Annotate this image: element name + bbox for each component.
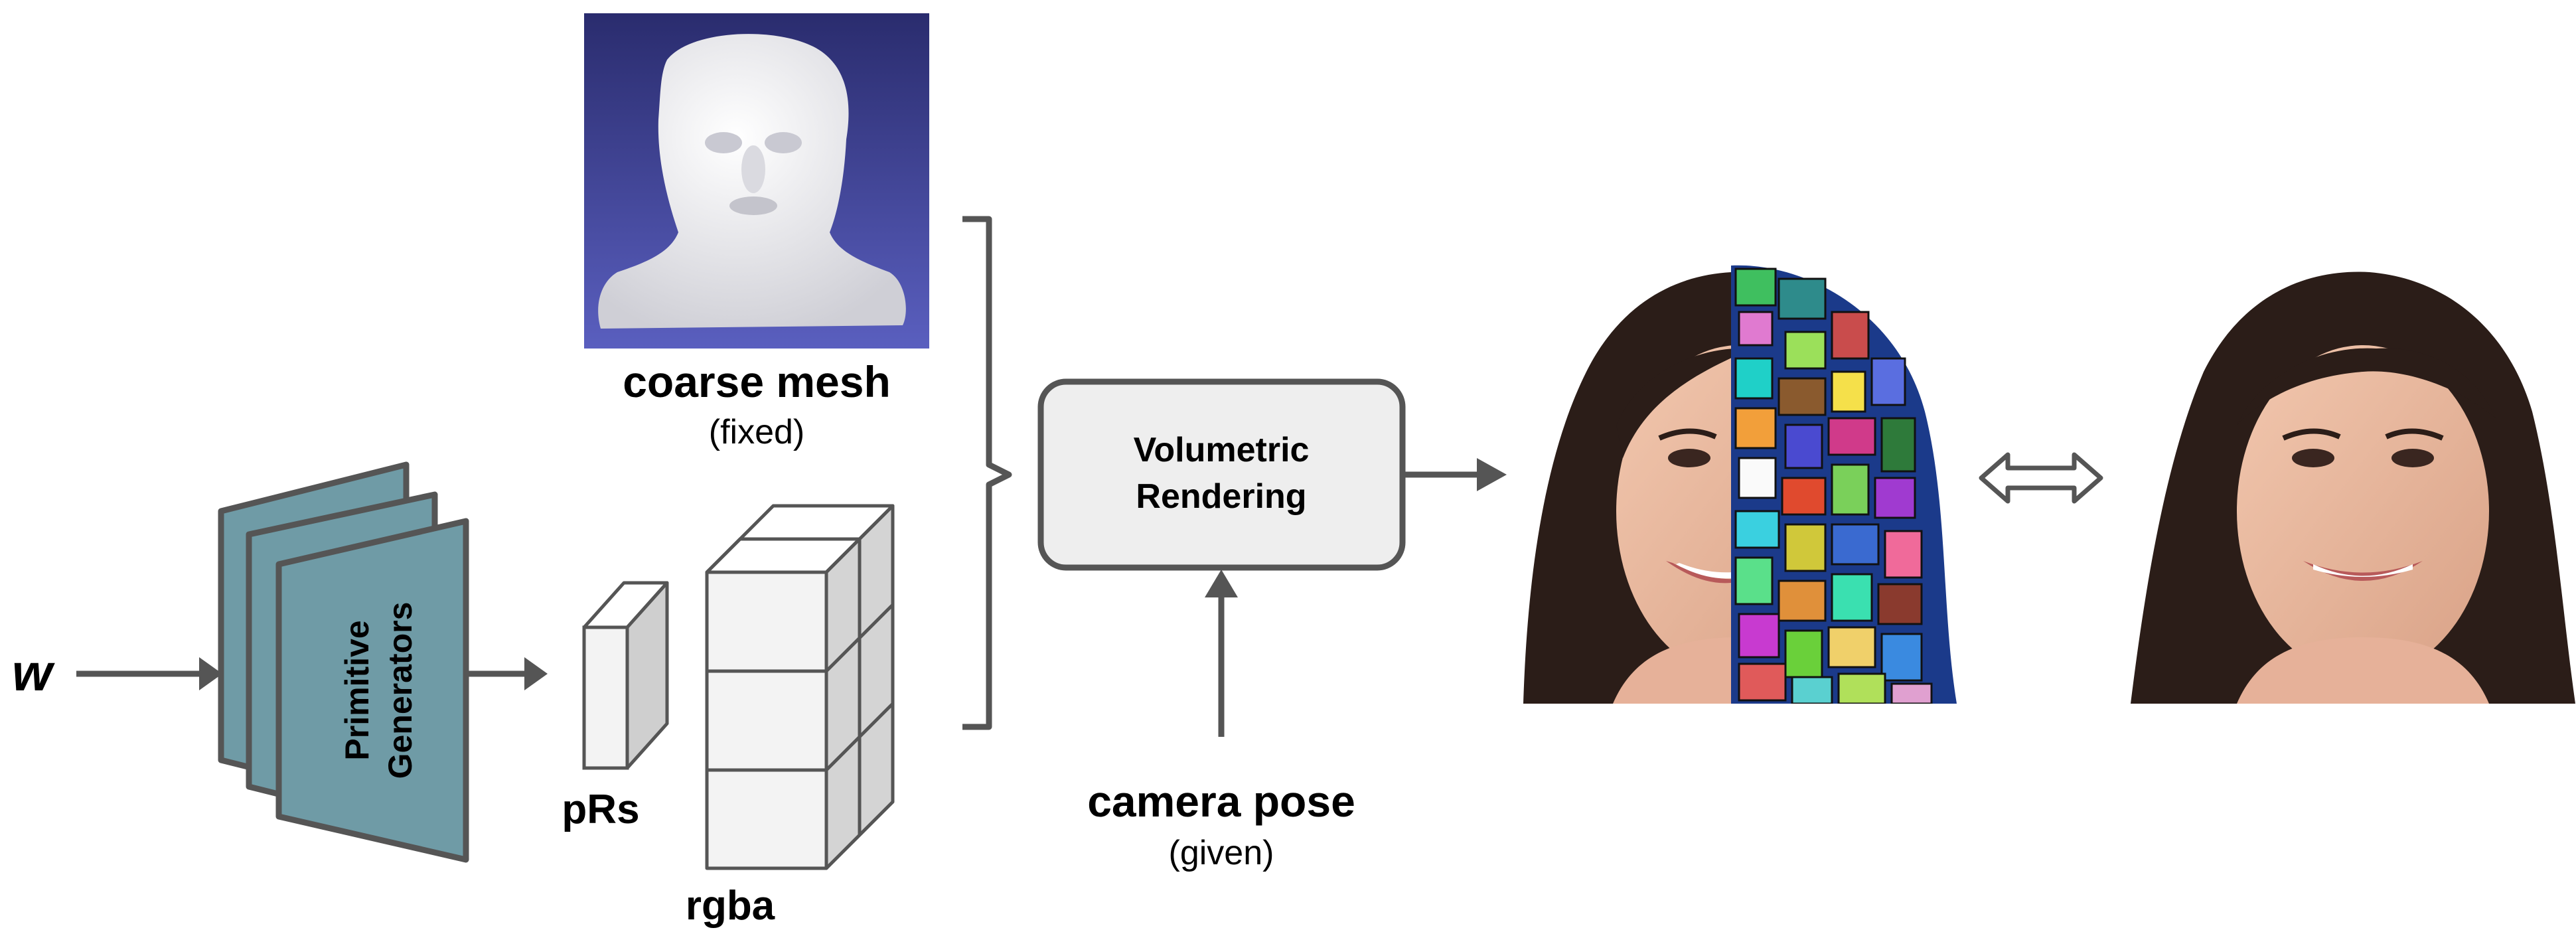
volumetric-rendering-label-line2: Rendering xyxy=(1136,477,1306,516)
face-primitive-split-render xyxy=(1523,265,1957,704)
inputs-bracket xyxy=(962,216,1012,730)
coarse-mesh-label: coarse mesh xyxy=(623,357,891,406)
rgba-grid xyxy=(705,504,895,870)
volumetric-rendering-box xyxy=(1037,378,1406,571)
face-render xyxy=(2131,272,2575,704)
primitive-generators-label-line1: Primitive xyxy=(339,620,376,760)
w-arrowhead xyxy=(199,657,222,690)
rgba-label: rgba xyxy=(686,883,775,929)
camera-pose-label: camera pose xyxy=(1087,777,1355,826)
generators-arrowhead xyxy=(524,657,548,690)
volumetric-rendering-label-line1: Volumetric xyxy=(1134,431,1310,469)
prs-block xyxy=(582,581,669,770)
rendering-output-arrowhead xyxy=(1477,458,1507,491)
double-arrow-icon xyxy=(1979,452,2103,504)
prs-label: pRs xyxy=(562,787,639,832)
camera-pose-note: (given) xyxy=(1169,834,1274,872)
coarse-mesh-render xyxy=(584,13,929,349)
camera-pose-arrowhead xyxy=(1205,570,1238,597)
input-w-label: w xyxy=(12,643,55,702)
coarse-mesh-note: (fixed) xyxy=(709,413,804,451)
primitive-generators-label-line2: Generators xyxy=(382,602,419,779)
primitive-generators: Primitive Generators xyxy=(218,461,469,863)
